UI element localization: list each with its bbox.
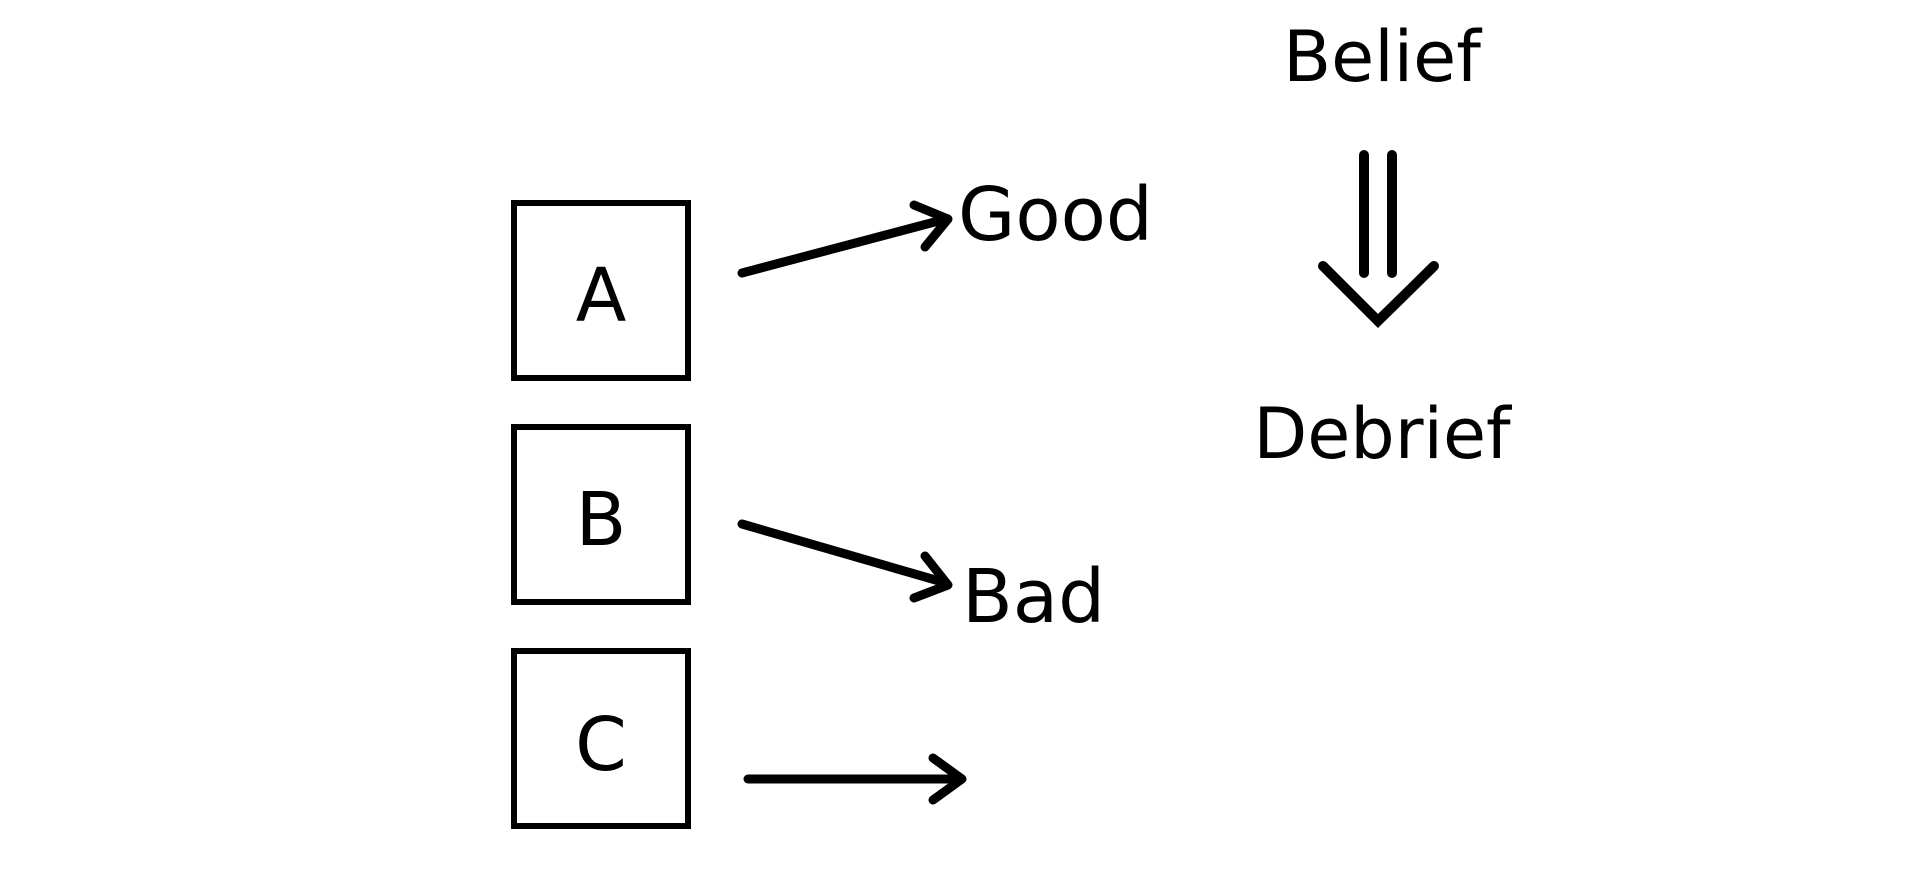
implies-arrow-head <box>1318 261 1439 329</box>
box-c-label: C <box>575 702 627 788</box>
arrow-a-to-good <box>737 200 953 278</box>
arrow-a-head <box>909 200 953 252</box>
box-c: C <box>511 648 691 829</box>
arrow-a-shaft <box>737 214 951 278</box>
arrow-b-to-bad <box>737 519 953 603</box>
box-b-frame <box>511 424 691 605</box>
box-a-frame <box>511 200 691 381</box>
box-a-label: A <box>576 253 627 339</box>
implies-down-arrow <box>1318 150 1439 329</box>
belief-label: Belief <box>1283 16 1482 98</box>
box-b-label: B <box>576 477 627 563</box>
box-c-frame <box>511 648 691 829</box>
box-a: A <box>511 200 691 381</box>
debrief-label: Debrief <box>1253 393 1512 475</box>
outcome-bad-label: Bad <box>962 554 1105 640</box>
arrow-b-shaft <box>737 519 951 588</box>
box-b: B <box>511 424 691 605</box>
arrow-c-head <box>928 753 967 805</box>
arrow-b-head <box>909 551 953 603</box>
outcome-good-label: Good <box>958 172 1153 258</box>
arrow-c <box>743 753 967 805</box>
